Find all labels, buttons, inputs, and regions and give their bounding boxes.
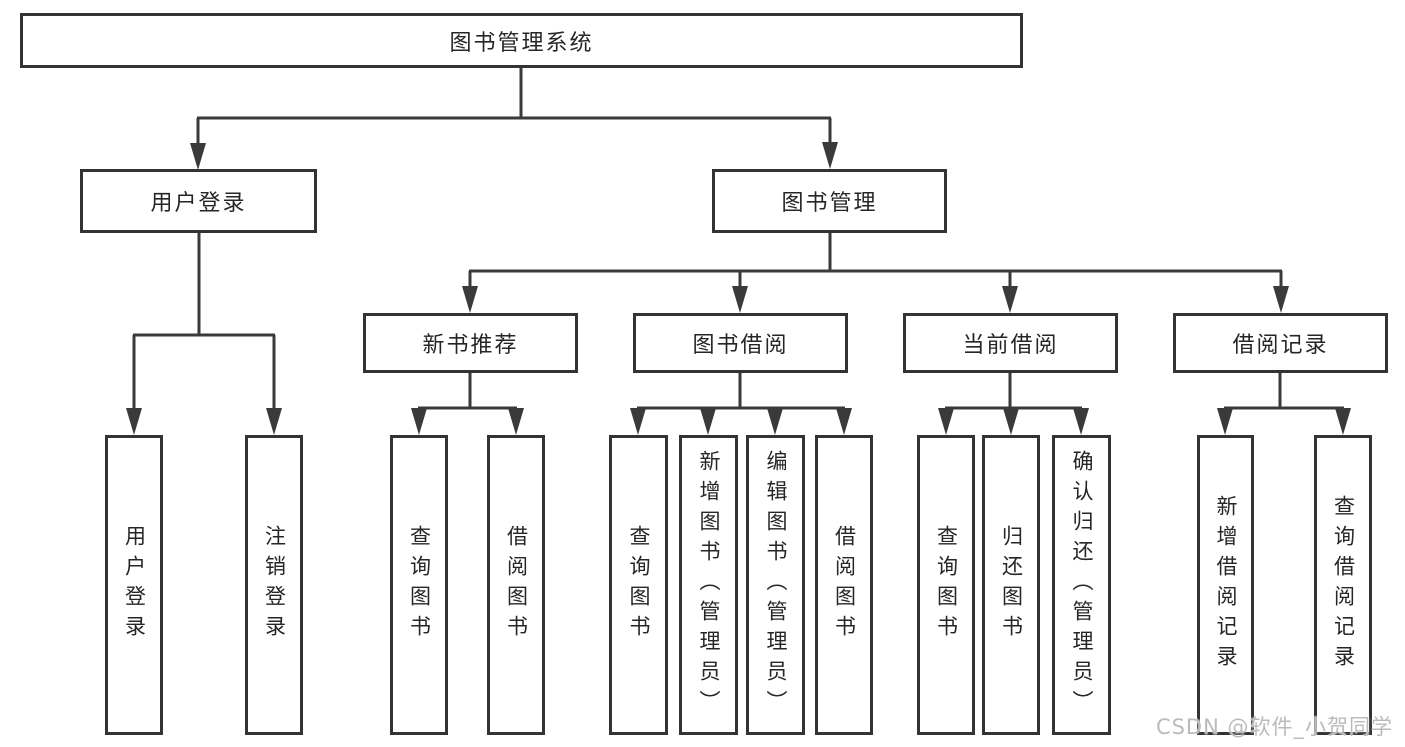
node-label: 图书管理 bbox=[781, 191, 878, 216]
node-user-login: 用户登录 bbox=[80, 169, 317, 233]
leaf-cb-confirm-return-admin: 确认归还（管理员） bbox=[1052, 435, 1111, 735]
leaf-nbr-query-books: 查询图书 bbox=[390, 435, 448, 735]
connector-book-borrowing-to-leaves bbox=[630, 373, 852, 435]
node-label: 确认归还（管理员） bbox=[1070, 450, 1094, 720]
node-label: 新书推荐 bbox=[422, 333, 519, 358]
leaf-logout-login: 注销登录 bbox=[245, 435, 303, 735]
node-label: 注销登录 bbox=[262, 525, 287, 645]
node-label: 查询借阅记录 bbox=[1331, 495, 1356, 675]
leaf-nbr-borrow-books: 借阅图书 bbox=[487, 435, 545, 735]
node-book-borrowing: 图书借阅 bbox=[633, 313, 848, 373]
node-label: 编辑图书（管理员） bbox=[764, 450, 788, 720]
node-label: 借阅记录 bbox=[1232, 333, 1329, 358]
leaf-user-login: 用户登录 bbox=[105, 435, 163, 735]
node-label: 归还图书 bbox=[999, 525, 1024, 645]
leaf-br-add-record: 新增借阅记录 bbox=[1197, 435, 1254, 735]
leaf-bb-query-books: 查询图书 bbox=[609, 435, 668, 735]
node-new-book-recommend: 新书推荐 bbox=[363, 313, 578, 373]
node-label: 新增图书（管理员） bbox=[697, 450, 721, 720]
leaf-bb-add-books-admin: 新增图书（管理员） bbox=[679, 435, 738, 735]
node-label: 查询图书 bbox=[627, 525, 651, 645]
leaf-cb-query-books: 查询图书 bbox=[917, 435, 975, 735]
node-label: 借阅图书 bbox=[832, 525, 857, 645]
connector-current-borrowing-to-leaves bbox=[938, 373, 1089, 435]
node-label: 当前借阅 bbox=[962, 333, 1059, 358]
leaf-bb-edit-books-admin: 编辑图书（管理员） bbox=[746, 435, 805, 735]
csdn-watermark: CSDN @软件_小贺同学 bbox=[1155, 715, 1393, 739]
node-label: 查询图书 bbox=[407, 525, 432, 645]
node-current-borrowing: 当前借阅 bbox=[903, 313, 1118, 373]
connector-borrowing-records-to-leaves bbox=[1217, 373, 1351, 435]
node-label: 借阅图书 bbox=[504, 525, 529, 645]
node-borrowing-records: 借阅记录 bbox=[1173, 313, 1388, 373]
node-book-management: 图书管理 bbox=[712, 169, 947, 233]
node-label: 图书借阅 bbox=[692, 333, 789, 358]
leaf-cb-return-books: 归还图书 bbox=[982, 435, 1040, 735]
leaf-br-query-record: 查询借阅记录 bbox=[1314, 435, 1372, 735]
node-label: 图书管理系统 bbox=[449, 30, 594, 56]
connector-new-book-recommend-to-leaves bbox=[411, 373, 524, 435]
node-label: 用户登录 bbox=[122, 525, 147, 645]
connector-book-management-to-level3 bbox=[462, 233, 1289, 313]
connector-root-to-level2 bbox=[190, 68, 838, 170]
node-label: 查询图书 bbox=[934, 525, 959, 645]
connector-user-login-to-leaves bbox=[126, 233, 282, 435]
leaf-bb-borrow-books: 借阅图书 bbox=[815, 435, 873, 735]
node-library-management-system: 图书管理系统 bbox=[20, 13, 1023, 68]
node-label: 新增借阅记录 bbox=[1214, 495, 1238, 675]
node-label: 用户登录 bbox=[150, 191, 247, 216]
